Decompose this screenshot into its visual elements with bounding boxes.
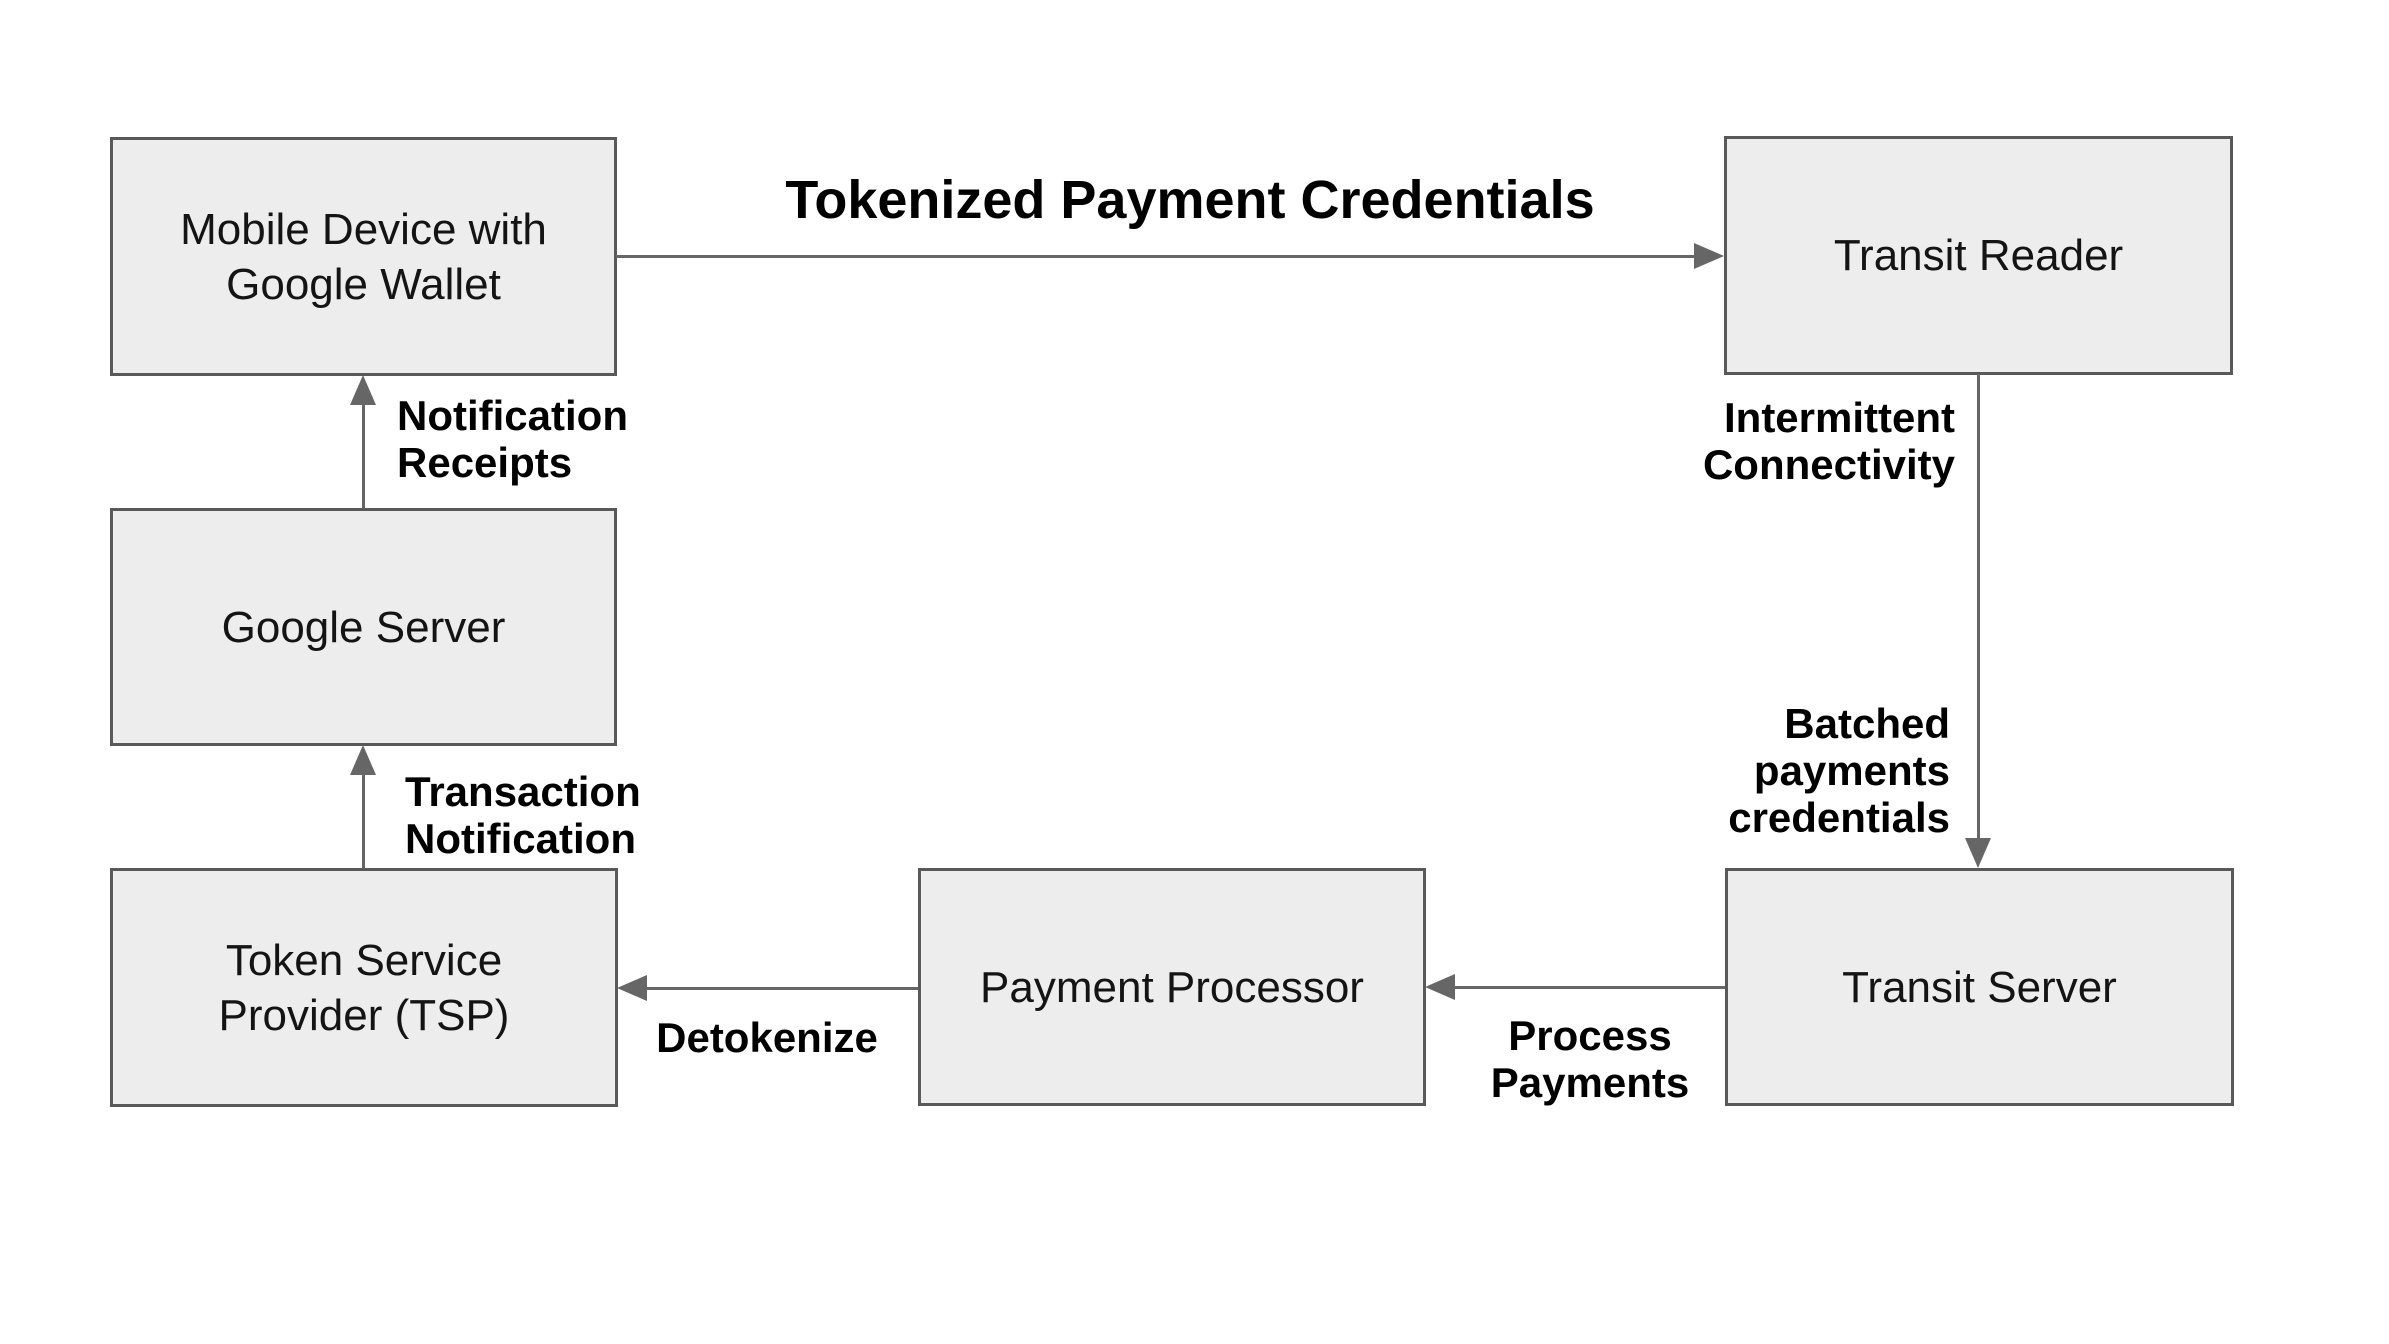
- edge-label-intermittent-connectivity: Intermittent Connectivity: [1703, 394, 1955, 488]
- edge-label-transaction-notification-line2: Notification: [405, 815, 636, 862]
- edge-label-batched-payments-credentials: Batched payments credentials: [1728, 700, 1950, 841]
- edge-label-notification-receipts-line2: Receipts: [397, 439, 573, 486]
- arrow-processor-to-tsp-head-icon: [617, 975, 647, 1001]
- arrow-reader-to-server-line: [1977, 374, 1980, 840]
- edge-label-notification-receipts-line1: Notification: [397, 392, 628, 439]
- node-payment-processor-label: Payment Processor: [980, 962, 1364, 1012]
- arrow-processor-to-tsp-line: [645, 987, 918, 990]
- arrow-mobile-to-reader-head-icon: [1694, 243, 1724, 269]
- node-google-server-box: Google Server: [110, 508, 617, 746]
- node-tsp-box: Token Service Provider (TSP): [110, 868, 618, 1107]
- node-transit-server-box: Transit Server: [1725, 868, 2234, 1106]
- node-mobile-device-label-line1: Mobile Device with: [180, 204, 547, 254]
- edge-label-batched-payments-credentials-line2: payments: [1753, 747, 1950, 794]
- node-transit-reader-label: Transit Reader: [1833, 231, 2124, 280]
- edge-label-process-payments-line2: Payments: [1490, 1059, 1690, 1106]
- arrow-server-to-processor-line: [1453, 986, 1725, 989]
- node-payment-processor-box: Payment Processor: [918, 868, 1426, 1106]
- node-transit-server-label: Transit Server: [1842, 962, 2117, 1012]
- node-tsp-label-line2: Provider (TSP): [218, 990, 510, 1040]
- edge-label-intermittent-connectivity-line1: Intermittent: [1724, 394, 1955, 441]
- node-tsp-label-line1: Token Service: [225, 935, 503, 985]
- edge-label-transaction-notification: Transaction Notification: [405, 768, 641, 862]
- arrow-google-to-mobile-line: [362, 403, 365, 508]
- edge-label-detokenize: Detokenize: [656, 1014, 878, 1061]
- arrow-tsp-to-google-line: [362, 773, 365, 868]
- arrow-reader-to-server-head-icon: [1965, 838, 1991, 868]
- node-mobile-device-label-line2: Google Wallet: [226, 259, 501, 309]
- node-transit-reader-box: Transit Reader: [1724, 136, 2233, 375]
- arrow-google-to-mobile-head-icon: [350, 375, 376, 405]
- edge-label-batched-payments-credentials-line1: Batched: [1784, 700, 1950, 747]
- arrow-mobile-to-reader-line: [616, 255, 1698, 258]
- edge-label-process-payments: Process Payments: [1390, 1012, 1790, 1106]
- edge-label-transaction-notification-line1: Transaction: [405, 768, 641, 815]
- edge-label-batched-payments-credentials-line3: credentials: [1728, 794, 1950, 841]
- edge-label-intermittent-connectivity-line2: Connectivity: [1702, 441, 1955, 488]
- node-mobile-device-box: Mobile Device with Google Wallet: [110, 137, 617, 376]
- arrow-tsp-to-google-head-icon: [350, 745, 376, 775]
- edge-label-process-payments-line1: Process: [1508, 1012, 1672, 1059]
- arrow-server-to-processor-head-icon: [1425, 974, 1455, 1000]
- edge-label-tokenized-payment-credentials: Tokenized Payment Credentials: [785, 170, 1595, 230]
- node-google-server-label: Google Server: [221, 602, 506, 652]
- edge-label-notification-receipts: Notification Receipts: [397, 392, 628, 486]
